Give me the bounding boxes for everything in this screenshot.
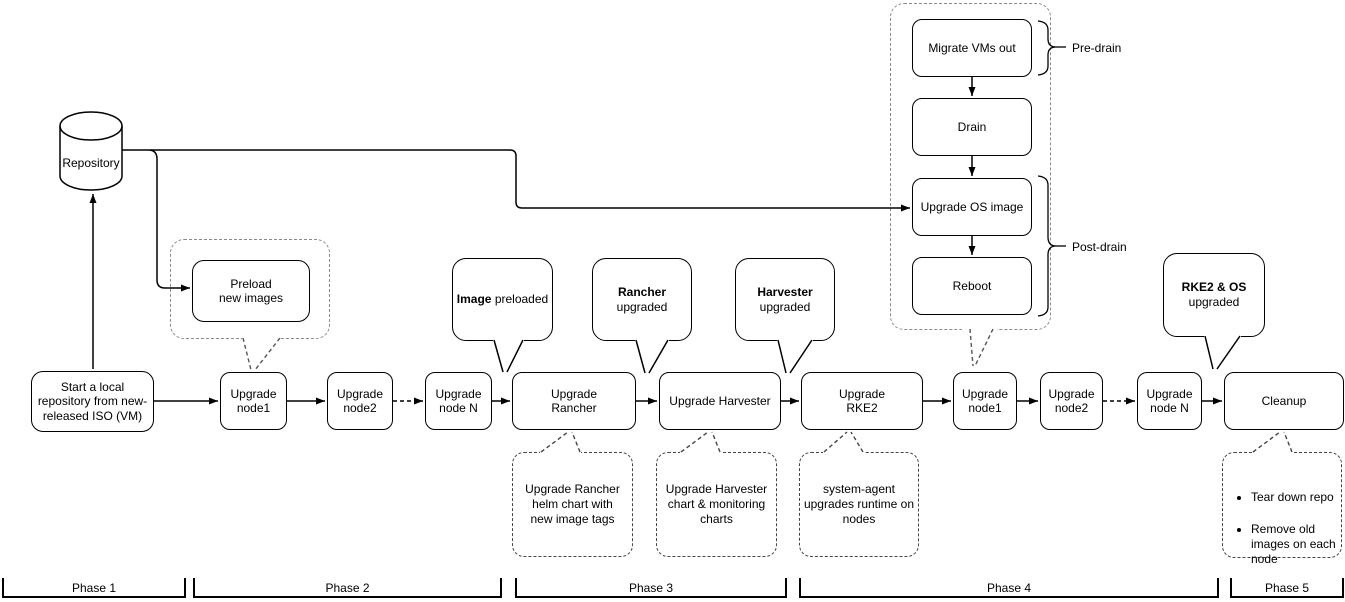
post-drain-label: Post-drain	[1072, 240, 1127, 254]
callout-bold-text: RKE2 & OS	[1181, 280, 1247, 294]
harvester-chart-note: Upgrade Harvester chart & monitoring cha…	[656, 452, 777, 557]
image-preloaded-callout: Image preloaded	[452, 258, 553, 341]
repository-cylinder-icon	[59, 111, 123, 191]
system-agent-note: system-agent upgrades runtime on nodes	[799, 452, 919, 557]
callout-bold-text: Harvester	[757, 284, 813, 299]
upgrade-rke2-box: Upgrade RKE2	[801, 372, 923, 430]
drain-box: Drain	[912, 98, 1032, 156]
upgrade-rancher-box: Upgrade Rancher	[512, 372, 636, 430]
start-repository-box: Start a local repository from new- relea…	[31, 371, 154, 432]
callout-bold-text: Image	[456, 292, 492, 306]
upgrade-node2-box: Upgrade node2	[327, 372, 393, 430]
callout-bold-text: Rancher	[617, 284, 667, 299]
callout-text: upgraded	[759, 299, 811, 314]
cleanup-bullet-item: Tear down repo	[1251, 490, 1337, 505]
pre-drain-label: Pre-drain	[1072, 41, 1122, 55]
phase-2-label: Phase 2	[325, 581, 370, 595]
reboot-box: Reboot	[912, 257, 1032, 315]
cleanup-note: Tear down repo Remove old images on each…	[1222, 452, 1342, 566]
callout-text: upgraded	[616, 299, 668, 314]
cleanup-box: Cleanup	[1224, 372, 1344, 430]
repository-label: Repository	[62, 156, 120, 170]
upgrade-os-image-box: Upgrade OS image	[912, 178, 1032, 236]
callout-text: preloaded	[494, 292, 549, 306]
upgrade-node1-phase4-box: Upgrade node1	[953, 372, 1017, 430]
rancher-upgraded-callout: Rancher upgraded	[592, 258, 692, 341]
phase-4-label: Phase 4	[986, 581, 1032, 595]
phase-3-label: Phase 3	[628, 581, 674, 595]
migrate-vms-out-box: Migrate VMs out	[912, 19, 1032, 77]
callout-text: upgraded	[1188, 295, 1240, 309]
upgrade-node2-phase4-box: Upgrade node2	[1040, 372, 1103, 430]
preload-new-images-box: Preload new images	[192, 260, 310, 322]
upgrade-harvester-box: Upgrade Harvester	[659, 372, 781, 430]
cleanup-bullet-item: Remove old images on each node	[1251, 522, 1337, 567]
upgrade-nodeN-phase4-box: Upgrade node N	[1137, 372, 1202, 430]
phase-5-label: Phase 5	[1264, 581, 1310, 595]
rke2-os-upgraded-callout: RKE2 & OS upgraded	[1163, 253, 1265, 337]
phase-1-label: Phase 1	[71, 581, 117, 595]
upgrade-nodeN-box: Upgrade node N	[425, 372, 492, 430]
rancher-helm-note: Upgrade Rancher helm chart with new imag…	[512, 452, 633, 557]
cleanup-bullet-list: Tear down repo Remove old images on each…	[1223, 475, 1337, 584]
harvester-upgraded-callout: Harvester upgraded	[735, 258, 835, 341]
upgrade-node1-box: Upgrade node1	[220, 372, 287, 430]
